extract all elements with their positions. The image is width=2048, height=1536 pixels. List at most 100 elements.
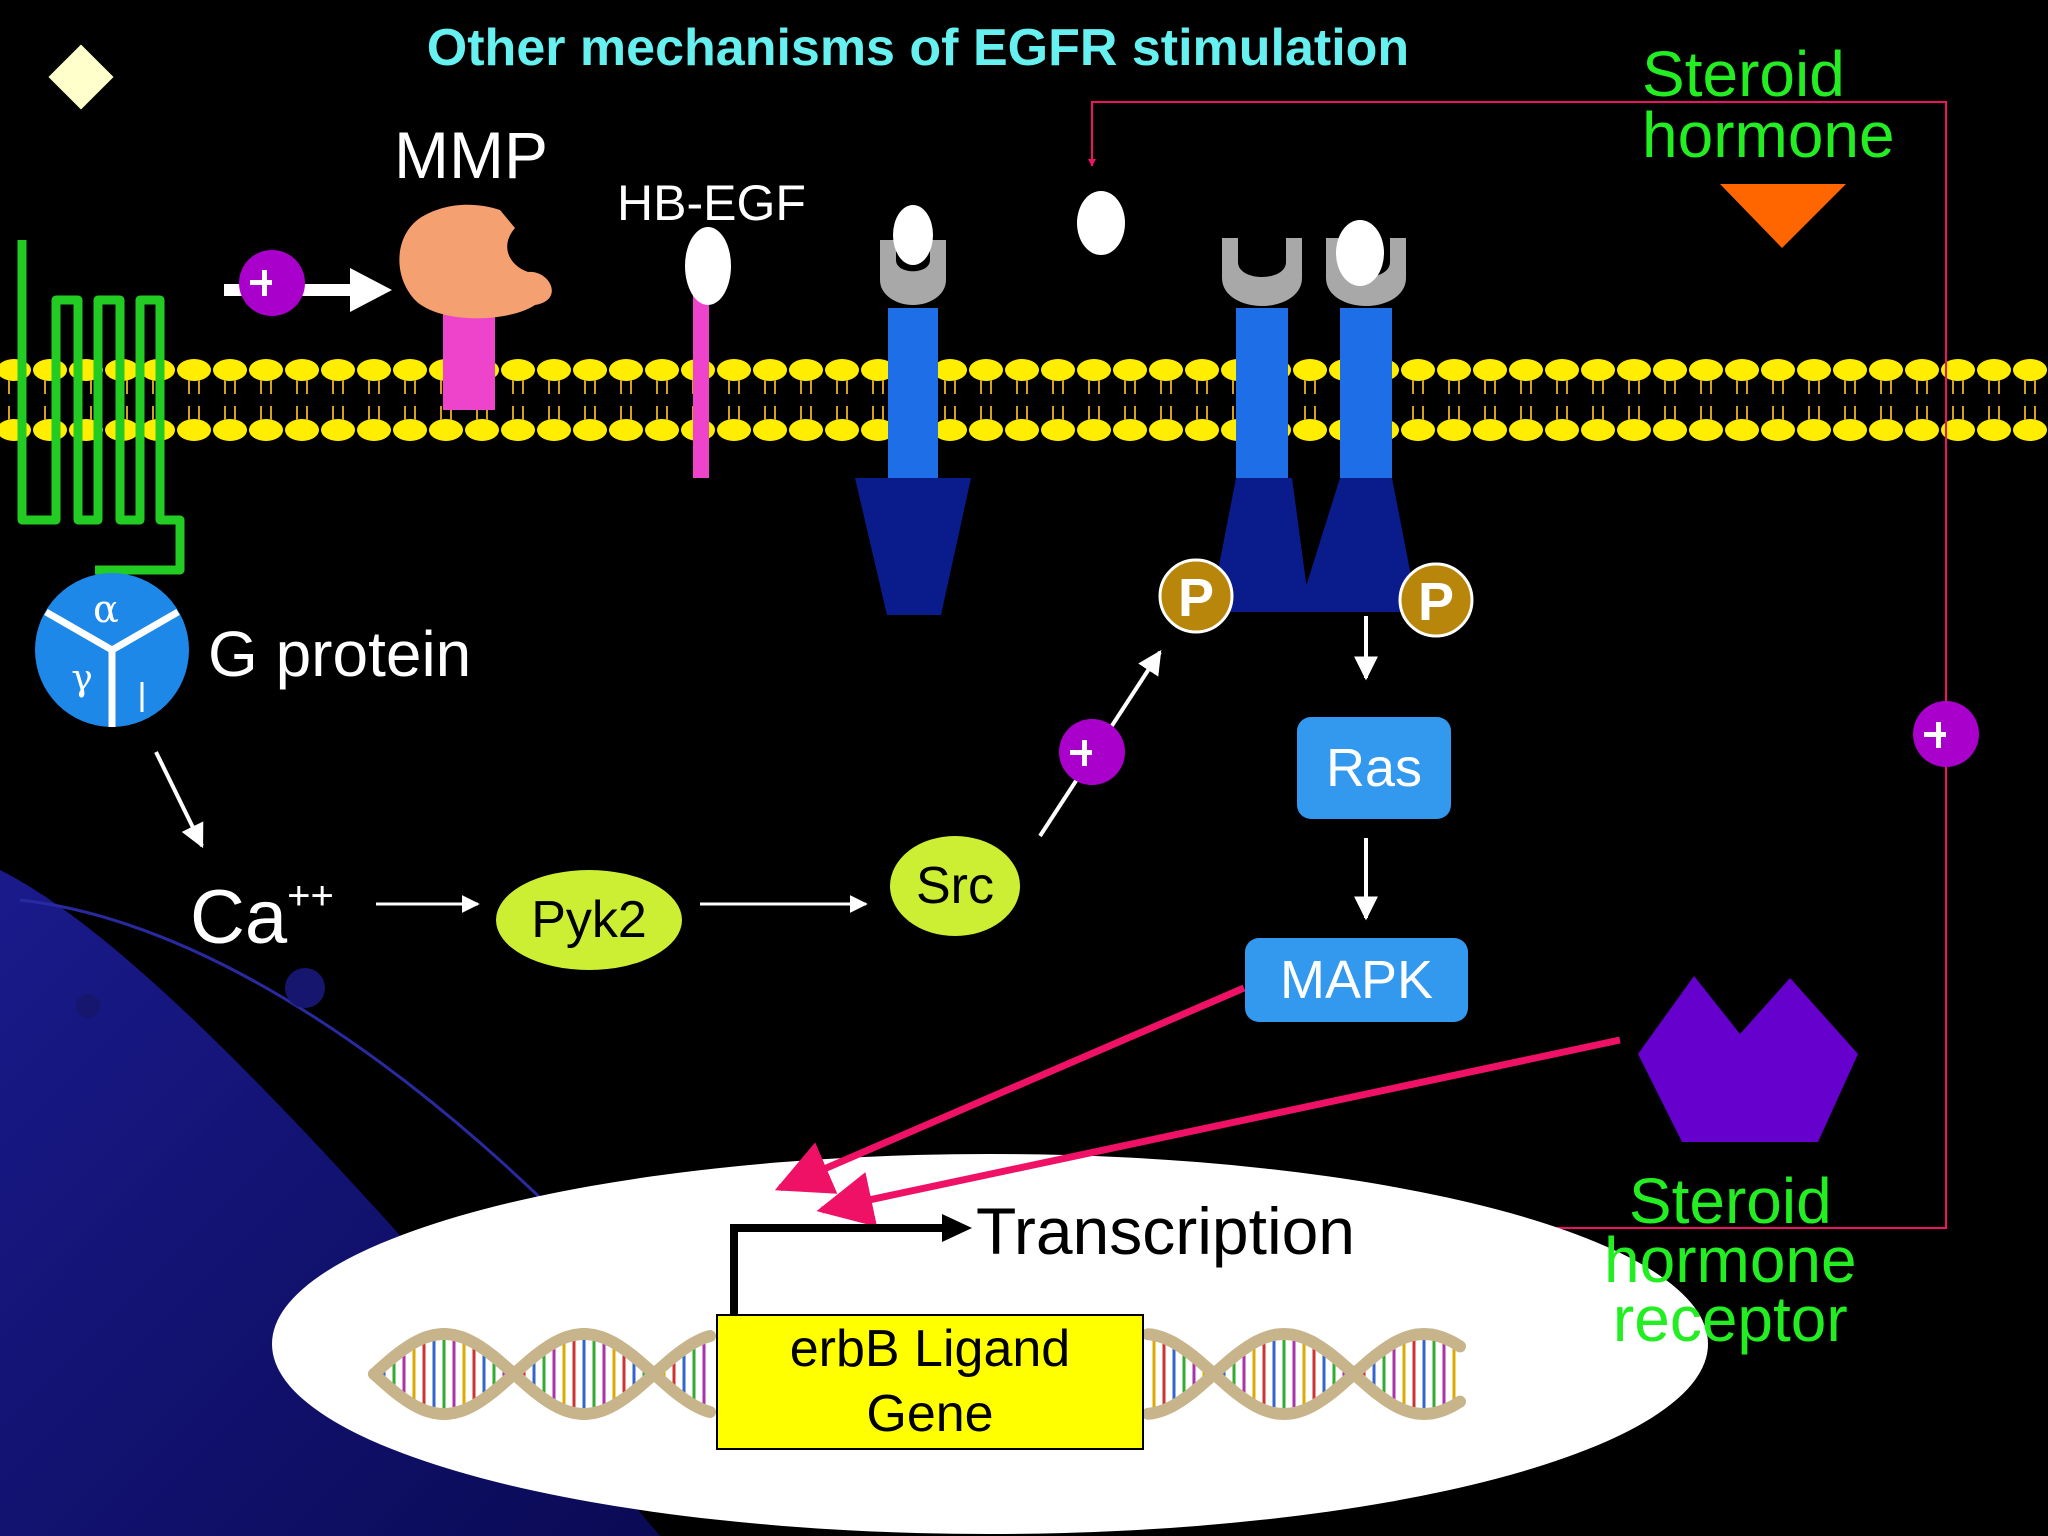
- lipid-head: [285, 419, 319, 441]
- egfr-receptor-dimer-left: [1210, 238, 1310, 612]
- gene-box: [716, 1314, 1144, 1450]
- lipid-head: [717, 419, 751, 441]
- lipid-head: [1833, 419, 1867, 441]
- lipid-head: [1725, 359, 1759, 381]
- egfr-receptor: [855, 205, 971, 615]
- lipid-head: [1509, 419, 1543, 441]
- calcium-charge: ++: [287, 874, 334, 918]
- lipid-head: [429, 419, 463, 441]
- svg-text:P: P: [1178, 568, 1214, 628]
- lipid-head: [33, 419, 67, 441]
- lipid-head: [1545, 419, 1579, 441]
- lipid-head: [2013, 359, 2047, 381]
- svg-text:γ: γ: [71, 658, 93, 699]
- feedback-loop-line: [1088, 101, 1947, 1229]
- gpcr-seven-transmembrane-icon: [17, 240, 185, 575]
- lipid-head: [1041, 359, 1075, 381]
- lipid-head: [1689, 359, 1723, 381]
- lipid-head: [753, 419, 787, 441]
- lipid-head: [1977, 359, 2011, 381]
- lipid-head: [1581, 419, 1615, 441]
- lipid-head: [1041, 419, 1075, 441]
- lipid-head: [1149, 419, 1183, 441]
- lipid-head: [249, 419, 283, 441]
- lipid-head: [1149, 359, 1183, 381]
- lipid-head: [1077, 419, 1111, 441]
- lipid-head: [1473, 419, 1507, 441]
- steroid-receptor-label: Steroid hormone receptor: [1604, 1165, 1857, 1355]
- free-egf-ligand: [1077, 191, 1125, 255]
- dna-backbone: [368, 1328, 716, 1420]
- steroid-receptor-line-2: hormone: [1604, 1223, 1857, 1296]
- mmp-anchor: [443, 306, 495, 410]
- mapk-node: MAPK: [1245, 938, 1468, 1022]
- lipid-head: [969, 419, 1003, 441]
- lipid-head: [1185, 359, 1219, 381]
- lipid-head: [825, 419, 859, 441]
- hb-egf-label: HB-EGF: [617, 175, 806, 231]
- lipid-head: [1797, 359, 1831, 381]
- lipid-head: [789, 359, 823, 381]
- dna-backbone: [1142, 1327, 1466, 1421]
- lipid-head: [1653, 359, 1687, 381]
- steroid-receptor-line-3: receptor: [1612, 1282, 1848, 1355]
- lipid-head: [609, 359, 643, 381]
- lipid-head: [1905, 359, 1939, 381]
- lipid-head: [1437, 359, 1471, 381]
- lipid-head: [1869, 419, 1903, 441]
- lipid-head: [1617, 419, 1651, 441]
- calcium-text: Ca: [190, 875, 288, 960]
- gene-label: erbB Ligand Gene: [716, 1314, 1144, 1450]
- lipid-head: [1617, 359, 1651, 381]
- lipid-head: [465, 419, 499, 441]
- gene-label-line-2: Gene: [866, 1385, 994, 1443]
- background-dot: [76, 994, 100, 1018]
- gprotein-to-ca-arrow: [154, 751, 204, 849]
- lipid-head: [357, 419, 391, 441]
- mapk-to-gene-arrow: [774, 984, 1246, 1194]
- steroid-receptor-line-1: Steroid: [1628, 1165, 1832, 1237]
- lipid-head: [33, 359, 67, 381]
- lipid-head: [1113, 419, 1147, 441]
- transcription-label: Transcription: [976, 1194, 1356, 1268]
- lipid-head: [2013, 419, 2047, 441]
- lipid-head: [645, 359, 679, 381]
- lipid-bilayer: [0, 359, 2047, 441]
- mmp-enzyme-icon: [399, 204, 552, 319]
- egfr-receptor-dimer-right: [1298, 220, 1418, 612]
- lipid-head: [1653, 419, 1687, 441]
- lipid-head: [393, 359, 427, 381]
- background-dot: [285, 968, 325, 1008]
- lipid-head: [825, 359, 859, 381]
- lipid-head: [1797, 419, 1831, 441]
- transcription-arrow-head: [942, 1214, 972, 1242]
- lipid-head: [933, 419, 967, 441]
- lipid-head: [177, 359, 211, 381]
- steroid-hormone-line-1: Steroid: [1642, 38, 1845, 110]
- pyk2-node: Pyk2: [496, 870, 682, 970]
- hb-egf-stalk: [693, 292, 709, 478]
- lipid-head: [717, 359, 751, 381]
- lipid-head: [1077, 359, 1111, 381]
- steroid-hormone-line-2: hormone: [1642, 98, 1895, 171]
- lipid-head: [1689, 419, 1723, 441]
- lipid-head: [969, 359, 1003, 381]
- inhibitor-minus-icon: [1059, 719, 1125, 785]
- ras-node: Ras: [1297, 717, 1451, 819]
- lipid-head: [1833, 359, 1867, 381]
- lipid-head: [213, 419, 247, 441]
- lipid-head: [753, 359, 787, 381]
- lipid-head: [285, 359, 319, 381]
- lipid-head: [789, 419, 823, 441]
- lipid-head: [1869, 359, 1903, 381]
- hb-egf-ligand: [685, 227, 731, 305]
- lipid-head: [393, 419, 427, 441]
- mmp-label: MMP: [394, 118, 548, 192]
- lipid-head: [177, 419, 211, 441]
- inhibitor-minus-icon: [1913, 701, 1979, 767]
- mmp-arrow-head: [350, 268, 392, 312]
- lipid-head: [537, 419, 571, 441]
- phosphate-icon-left: P: [1158, 558, 1234, 634]
- diamond-bullet-icon: [48, 44, 114, 110]
- calcium-label: Ca++: [190, 876, 334, 956]
